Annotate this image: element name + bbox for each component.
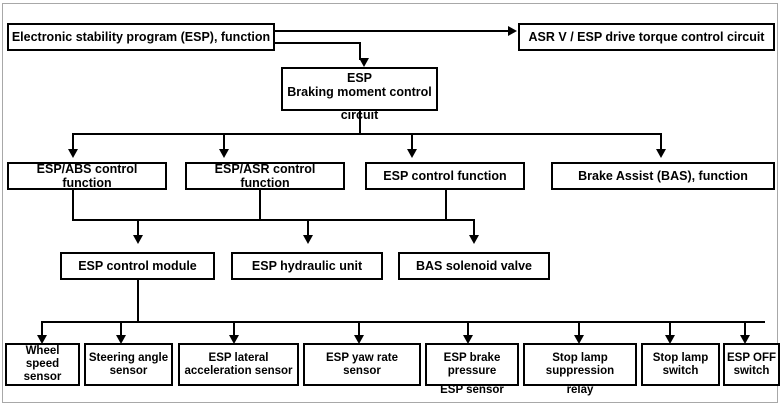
arrowhead-row5-2: [115, 335, 126, 344]
node-esp-braking-moment[interactable]: ESP Braking moment control: [281, 67, 438, 111]
connector-root-to-braking-v: [358, 42, 361, 60]
drop-asr-to-bus: [259, 190, 262, 221]
node-bas-solenoid-valve-label: BAS solenoid valve: [415, 259, 532, 273]
branch-row5-6: [578, 321, 581, 337]
node-esp-hydraulic-unit-label: ESP hydraulic unit: [251, 259, 363, 273]
node-esp-lateral-accel-sensor[interactable]: ESP lateral acceleration sensor: [178, 343, 299, 386]
node-bas-solenoid-valve[interactable]: BAS solenoid valve: [398, 252, 550, 280]
arrowhead-row3-4: [655, 149, 666, 158]
bus-row4: [72, 219, 475, 222]
branch-row5-1: [41, 321, 44, 337]
arrowhead-row5-5: [462, 335, 473, 344]
branch-row3-4: [660, 133, 663, 151]
branch-row4-2: [307, 219, 310, 237]
node-steering-angle-sensor[interactable]: Steering angle sensor: [84, 343, 173, 386]
arrowhead-row4-2: [302, 235, 313, 244]
node-esp-off-switch[interactable]: ESP OFF switch: [723, 343, 780, 386]
node-esp-braking-moment-label: ESP Braking moment control: [287, 71, 432, 99]
node-wheel-speed-sensor-label: Wheel speed sensor: [23, 345, 62, 383]
node-stop-lamp-suppression-relay-overflow: relay: [566, 384, 594, 396]
node-esp-control-module-label: ESP control module: [78, 259, 197, 273]
node-stop-lamp-switch[interactable]: Stop lamp switch: [641, 343, 720, 386]
node-esp-off-switch-label: ESP OFF switch: [727, 351, 776, 377]
arrowhead-row4-1: [132, 235, 143, 244]
arrowhead-row5-7: [664, 335, 675, 344]
arrowhead-row3-2: [218, 149, 229, 158]
node-esp-brake-pressure-sensor-overflow: ESP sensor: [440, 384, 504, 396]
branch-row5-8: [744, 321, 747, 337]
node-esp-control-module[interactable]: ESP control module: [60, 252, 215, 280]
connector-braking-to-bus: [358, 111, 361, 135]
arrowhead-row3-3: [406, 149, 417, 158]
connector-root-to-asr: [275, 30, 509, 33]
arrowhead-row5-3: [228, 335, 239, 344]
branch-row3-3: [411, 133, 414, 151]
node-esp-abs-function-label: ESP/ABS control function: [36, 162, 138, 190]
branch-row5-2: [120, 321, 123, 337]
node-esp-control-function[interactable]: ESP control function: [365, 162, 525, 190]
node-esp-brake-pressure-sensor[interactable]: ESP brake pressure: [425, 343, 519, 386]
arrowhead-row3-1: [67, 149, 78, 158]
drop-abs-to-bus: [72, 190, 75, 221]
arrowhead-row5-8: [739, 335, 750, 344]
node-esp-asr-function-label: ESP/ASR control function: [214, 162, 316, 190]
drop-module-to-bus: [137, 280, 140, 323]
node-root[interactable]: Electronic stability program (ESP), func…: [7, 23, 275, 51]
node-wheel-speed-sensor[interactable]: Wheel speed sensor: [5, 343, 80, 386]
branch-row4-1: [137, 219, 140, 237]
node-steering-angle-sensor-label: Steering angle sensor: [88, 351, 169, 377]
node-stop-lamp-switch-label: Stop lamp switch: [652, 351, 709, 377]
arrowhead-row5-4: [353, 335, 364, 344]
arrowhead-root-to-asr: [508, 25, 517, 36]
node-esp-braking-moment-overflow: circuit: [340, 108, 379, 122]
arrowhead-row5-1: [36, 335, 47, 344]
branch-row5-3: [233, 321, 236, 337]
node-root-label: Electronic stability program (ESP), func…: [11, 30, 271, 44]
branch-row3-1: [72, 133, 75, 151]
node-esp-lateral-accel-sensor-label: ESP lateral acceleration sensor: [184, 351, 293, 377]
node-esp-yaw-rate-sensor-label: ESP yaw rate sensor: [325, 351, 399, 377]
node-esp-abs-function[interactable]: ESP/ABS control function: [7, 162, 167, 190]
bus-row3: [72, 133, 662, 136]
branch-row5-7: [669, 321, 672, 337]
node-brake-assist-function-label: Brake Assist (BAS), function: [578, 169, 748, 183]
bus-row5: [41, 321, 765, 324]
arrowhead-row4-3: [468, 235, 479, 244]
branch-row4-3: [473, 219, 476, 237]
arrowhead-row5-6: [573, 335, 584, 344]
node-esp-control-function-label: ESP control function: [383, 169, 507, 183]
node-esp-brake-pressure-sensor-label: ESP brake pressure: [443, 351, 501, 377]
node-asr-drive-torque-label: ASR V / ESP drive torque control circuit: [528, 30, 765, 44]
node-brake-assist-function[interactable]: Brake Assist (BAS), function: [551, 162, 775, 190]
branch-row5-5: [467, 321, 470, 337]
node-esp-hydraulic-unit[interactable]: ESP hydraulic unit: [231, 252, 383, 280]
branch-row3-2: [223, 133, 226, 151]
branch-row5-4: [358, 321, 361, 337]
arrowhead-root-to-braking: [358, 58, 369, 67]
node-stop-lamp-suppression-relay[interactable]: Stop lamp suppression: [523, 343, 637, 386]
node-stop-lamp-suppression-relay-label: Stop lamp suppression: [545, 351, 615, 377]
node-asr-drive-torque[interactable]: ASR V / ESP drive torque control circuit: [518, 23, 775, 51]
drop-espctl-to-bus: [445, 190, 448, 221]
connector-root-to-braking-h: [275, 42, 361, 45]
node-esp-yaw-rate-sensor[interactable]: ESP yaw rate sensor: [303, 343, 421, 386]
node-esp-asr-function[interactable]: ESP/ASR control function: [185, 162, 345, 190]
